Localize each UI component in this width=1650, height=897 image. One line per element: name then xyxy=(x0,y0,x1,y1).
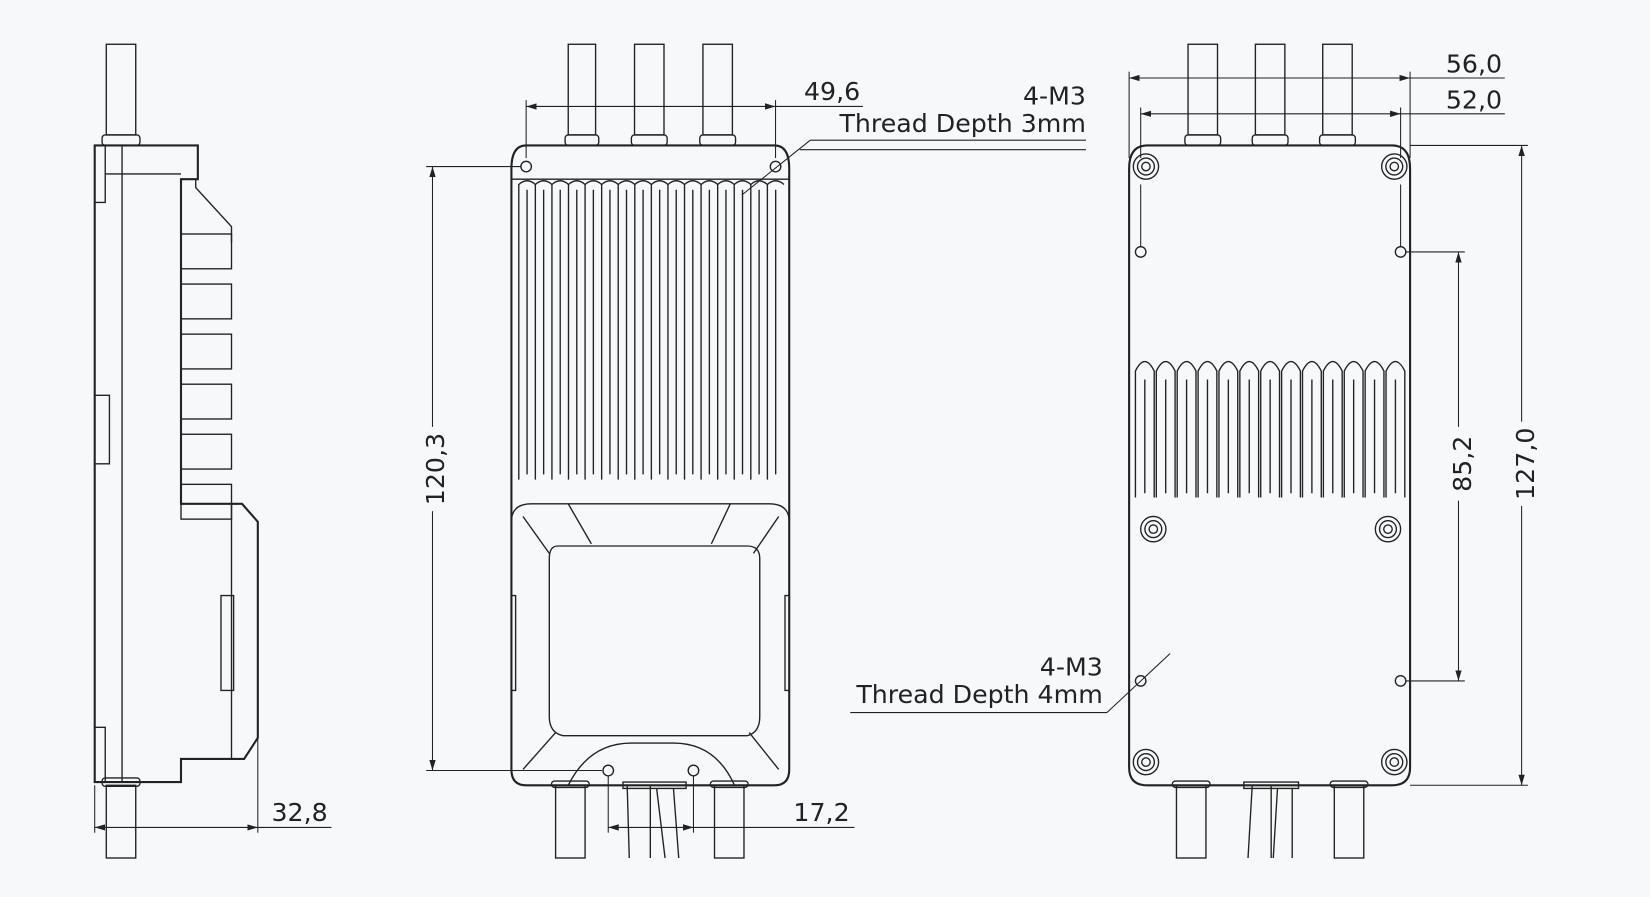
mounting-screw-icon xyxy=(1132,748,1160,776)
side-body-outline xyxy=(93,144,259,784)
top-signal-wires xyxy=(622,781,687,859)
top-heatsink-fin xyxy=(733,180,752,480)
bottom-heatsink-fin xyxy=(1155,360,1176,498)
bottom-motor-cable xyxy=(1333,784,1365,859)
side-fin xyxy=(180,483,233,520)
bottom-body-outline xyxy=(1128,144,1412,787)
mounting-screw-icon xyxy=(1389,161,1400,172)
side-width-dimension: 32,8 xyxy=(271,798,327,827)
bottom-heatsink-fin xyxy=(1176,360,1197,498)
mounting-screw-icon xyxy=(1380,748,1408,776)
mounting-screw-icon xyxy=(1136,157,1156,176)
bottom-hole-spacing-dimension: 85,2 xyxy=(1448,436,1477,492)
mounting-screw-icon xyxy=(1144,520,1163,539)
top-heatsink-fin xyxy=(634,180,652,480)
mounting-screw-icon xyxy=(1136,752,1156,772)
top-heatsink-fin xyxy=(700,180,719,480)
top-heatsink-fin xyxy=(750,180,768,480)
bottom-power-cable xyxy=(1254,43,1286,136)
top-heatsink-fin xyxy=(584,180,603,480)
side-cable-collar xyxy=(101,134,141,147)
mounting-screw-icon xyxy=(1383,524,1393,535)
top-cover-window xyxy=(548,545,761,737)
side-fin xyxy=(180,433,233,470)
mounting-screw-icon xyxy=(1378,520,1398,539)
top-heatsink-fin xyxy=(650,180,669,480)
side-fin xyxy=(180,383,233,420)
top-thread-title: 4-M3 xyxy=(1023,81,1086,110)
mounting-screw-icon xyxy=(1389,757,1400,767)
bottom-heatsink-fin xyxy=(1364,360,1385,498)
mounting-screw-icon xyxy=(1374,515,1402,543)
bottom-heatsink-fin xyxy=(1218,360,1239,498)
top-cable-collar xyxy=(630,134,668,147)
top-power-cable xyxy=(567,43,597,136)
bottom-signal-wires xyxy=(1243,781,1300,859)
top-view: 49,6 4-M3 Thread Depth 3mm 120,3 17,2 xyxy=(418,43,1086,859)
bottom-motor-cable xyxy=(1175,784,1207,859)
top-power-cable xyxy=(633,43,665,136)
bottom-outer-width-dimension: 56,0 xyxy=(1446,50,1502,79)
top-motor-cable-bottom xyxy=(554,784,586,859)
side-fin xyxy=(180,333,233,370)
side-view: 32,8 xyxy=(93,43,332,859)
bottom-heatsink-fin xyxy=(1197,360,1218,498)
bottom-heatsink-fin xyxy=(1343,360,1364,498)
top-hole-spacing-dimension: 49,6 xyxy=(804,77,860,106)
mounting-screw-icon xyxy=(1141,757,1151,767)
top-heatsink-fin xyxy=(766,180,785,480)
bottom-hole-width-dimension: 52,0 xyxy=(1446,86,1502,115)
bottom-cable-collar xyxy=(1251,134,1289,147)
bottom-power-cable xyxy=(1322,43,1353,136)
bottom-heatsink-fin xyxy=(1280,360,1302,498)
top-heatsink-fin xyxy=(518,180,536,480)
top-length-dimension: 120,3 xyxy=(421,433,450,505)
top-motor-cable-bottom xyxy=(713,784,745,859)
bottom-heatsink-fin xyxy=(1134,360,1155,498)
bottom-heatsink-fin xyxy=(1322,360,1343,498)
mounting-screw-icon xyxy=(1132,153,1160,180)
top-cable-collar xyxy=(699,134,737,147)
bottom-heatsink-fin xyxy=(1260,360,1281,498)
bottom-cable-collar xyxy=(1318,134,1357,147)
side-cable-top xyxy=(105,43,137,136)
bottom-length-dimension: 127,0 xyxy=(1511,428,1540,500)
top-heatsink-fin xyxy=(667,180,685,480)
bottom-cable-collar xyxy=(1184,134,1222,147)
top-power-cable xyxy=(702,43,734,136)
top-connector-spacing-dimension: 17,2 xyxy=(793,798,849,827)
top-heatsink-fin xyxy=(683,180,702,480)
bottom-view: 56,0 52,0 127,0 85,2 4-M3 Thread Depth 4… xyxy=(850,43,1540,859)
mounting-screw-icon xyxy=(1141,161,1151,172)
bottom-thread-title: 4-M3 xyxy=(1040,653,1103,682)
top-body-outline xyxy=(510,144,791,787)
top-thread-note: Thread Depth 3mm xyxy=(839,109,1086,138)
bottom-thread-note: Thread Depth 4mm xyxy=(855,680,1102,709)
side-cable-bottom xyxy=(105,784,137,859)
top-heatsink-fin xyxy=(534,180,553,480)
mounting-screw-icon xyxy=(1385,752,1404,772)
top-heatsink-fin xyxy=(551,180,569,480)
top-heatsink-fin xyxy=(716,180,735,480)
side-fin xyxy=(180,233,233,270)
top-heatsink-fin xyxy=(600,180,619,480)
top-heatsink-fin xyxy=(567,180,586,480)
mounting-screw-icon xyxy=(1385,157,1404,176)
bottom-heatsink-fin xyxy=(1301,360,1322,498)
bottom-power-cable xyxy=(1187,43,1219,136)
bottom-heatsink-fin xyxy=(1385,360,1406,498)
side-fin xyxy=(180,283,233,320)
mounting-screw-icon xyxy=(1140,515,1167,543)
mounting-screw-icon xyxy=(1148,524,1159,535)
bottom-heatsink-fin xyxy=(1239,360,1260,498)
top-cable-collar xyxy=(564,134,600,147)
mounting-screw-icon xyxy=(1380,153,1408,180)
top-heatsink-fin xyxy=(617,180,636,480)
